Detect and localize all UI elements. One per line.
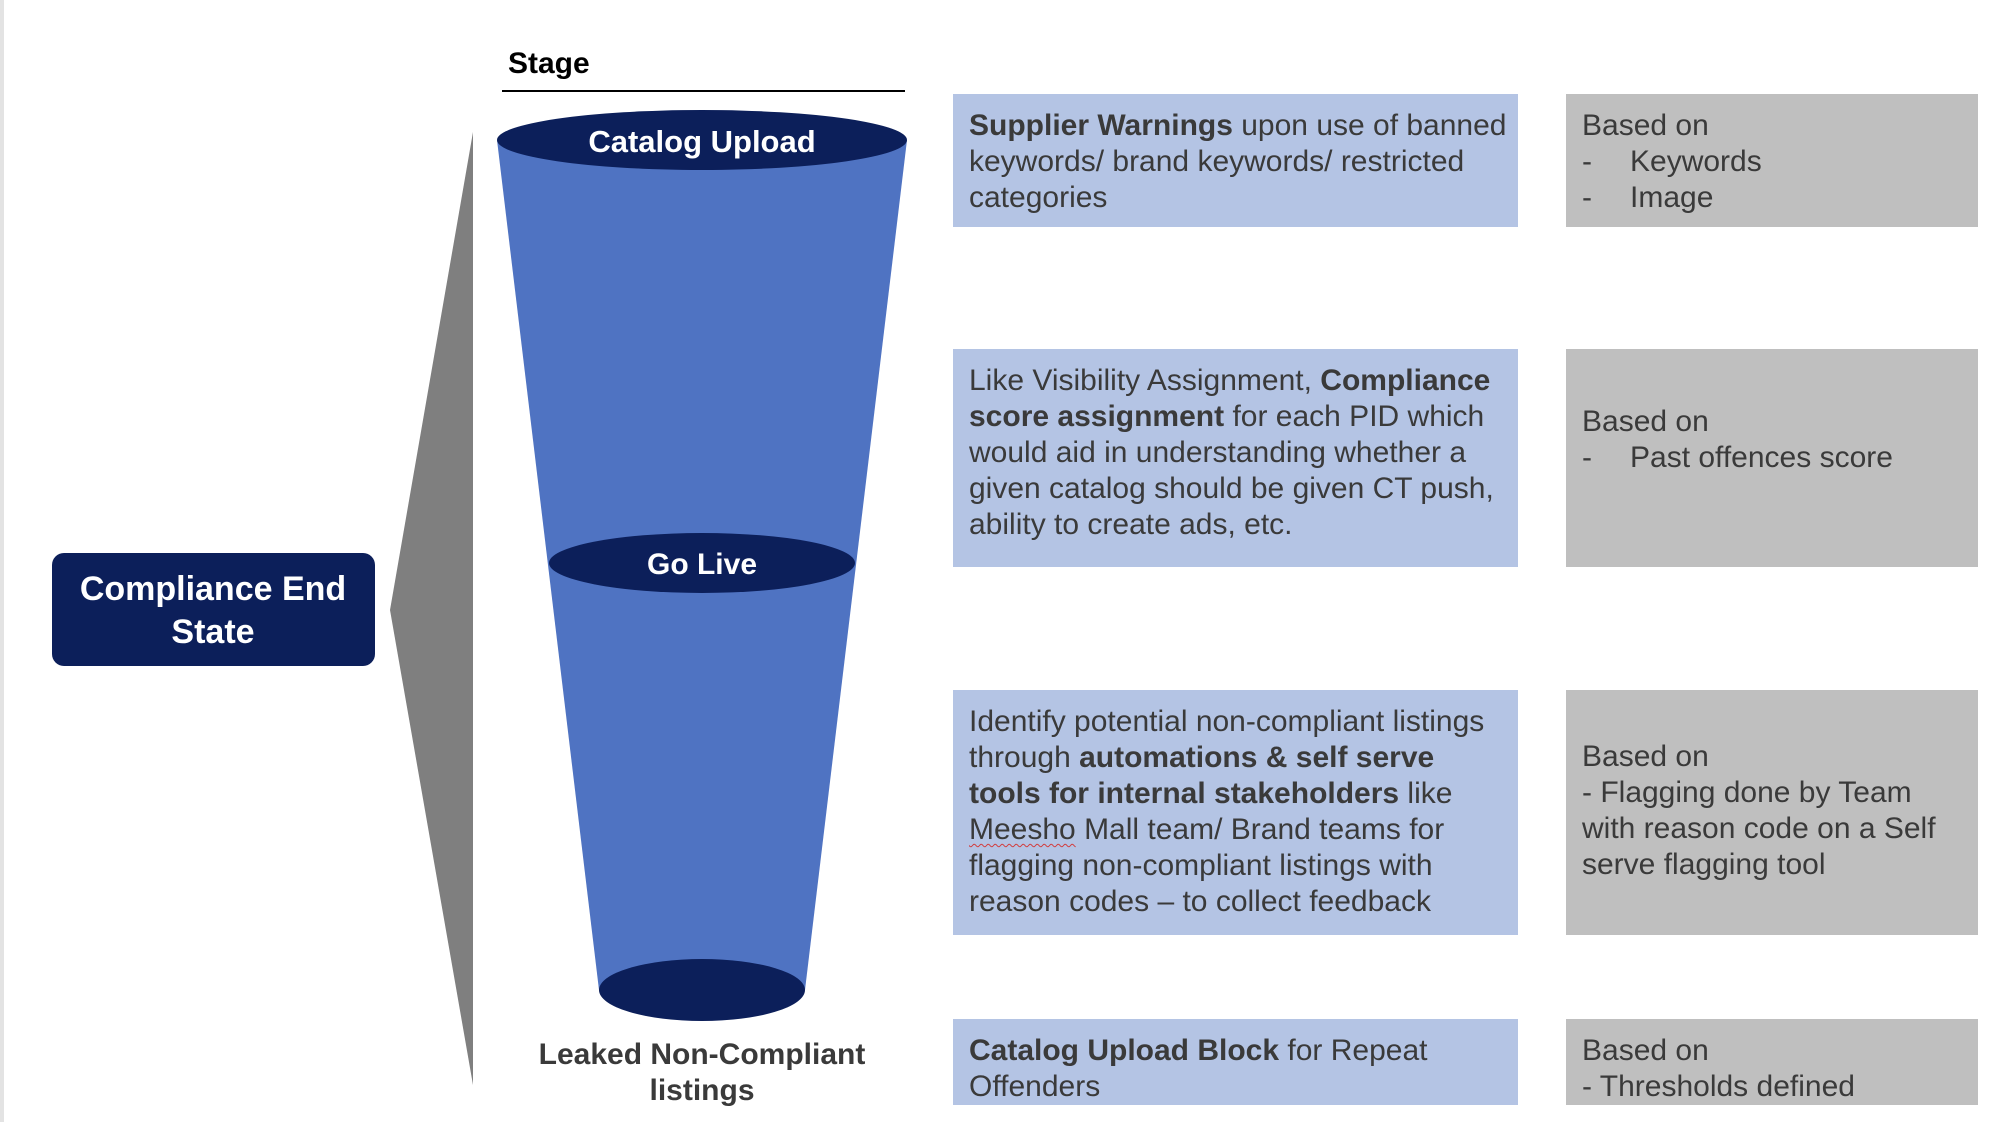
basis-item: - Thresholds defined [1582,1070,1855,1103]
basis-heading: Based on [1582,740,1709,773]
action-bold-text: automations & self serve [1079,741,1435,774]
basis-item: serve flagging tool [1582,848,1826,881]
leaked-caption-line-2: listings [649,1074,754,1107]
action-bold-text: Catalog Upload Block [969,1034,1280,1067]
basis-item: -Keywords [1582,145,1762,178]
basis-box-flagging: Based on - Flagging done by Team with re… [1566,690,1978,935]
action-text: categories [969,181,1108,214]
action-text: ability to create ads, etc. [969,508,1293,541]
action-text: through [969,741,1080,774]
action-text: for Repeat [1279,1034,1428,1067]
stage-header: Stage [508,47,590,80]
bracket-wedge [390,132,473,1085]
basis-item: -Image [1582,181,1714,214]
basis-heading: Based on [1582,405,1709,438]
action-text: reason codes – to collect feedback [969,885,1431,918]
basis-box-thresholds: Based on - Thresholds defined [1566,1019,1978,1105]
action-text: Mall team/ Brand teams for [1075,813,1445,846]
action-box-compliance-score: Like Visibility Assignment, Compliance s… [953,349,1518,567]
action-text: would aid in understanding whether a [969,436,1467,469]
action-text: for each PID which [1224,400,1485,433]
leaked-caption-line-1: Leaked Non-Compliant [539,1038,866,1071]
funnel-middle-ellipse [549,533,855,593]
basis-item: -Past offences score [1582,441,1893,474]
go-live-label: Go Live [647,548,757,581]
funnel-top-ellipse [497,110,907,170]
action-text: given catalog should be given CT push, [969,472,1494,505]
funnel-bottom-ellipse [599,959,805,1021]
action-bold-text: Compliance [1320,364,1491,397]
end-state-label-line-2: State [171,613,254,651]
basis-box-past-offences: Based on -Past offences score [1566,349,1978,567]
action-text: upon use of banned [1232,109,1507,142]
left-edge-line [0,0,4,1122]
basis-item: - Flagging done by Team [1582,776,1912,809]
basis-heading: Based on [1582,109,1709,142]
action-text: Like Visibility Assignment, [969,364,1321,397]
end-state-label-line-1: Compliance End [80,570,346,608]
action-bold-text: Supplier Warnings [969,109,1233,142]
basis-item: with reason code on a Self [1582,812,1936,845]
action-box-supplier-warnings: Supplier Warnings upon use of banned key… [953,94,1518,227]
basis-box-keywords-image: Based on -Keywords -Image [1566,94,1978,227]
action-text: Offenders [969,1070,1101,1103]
action-bold-text: score assignment [969,400,1225,433]
action-text: flagging non-compliant listings with [969,849,1433,882]
action-text: like [1399,777,1453,810]
catalog-upload-label: Catalog Upload [588,124,815,159]
action-box-automations: Identify potential non-compliant listing… [953,690,1518,935]
end-state-box [52,553,375,666]
action-text: Identify potential non-compliant listing… [969,705,1485,738]
action-text: keywords/ brand keywords/ restricted [969,145,1465,178]
action-box-upload-block: Catalog Upload Block for Repeat Offender… [953,1019,1518,1105]
basis-heading: Based on [1582,1034,1709,1067]
spellcheck-word: Meesho [969,813,1076,846]
action-bold-text: tools for internal stakeholders [969,777,1400,810]
